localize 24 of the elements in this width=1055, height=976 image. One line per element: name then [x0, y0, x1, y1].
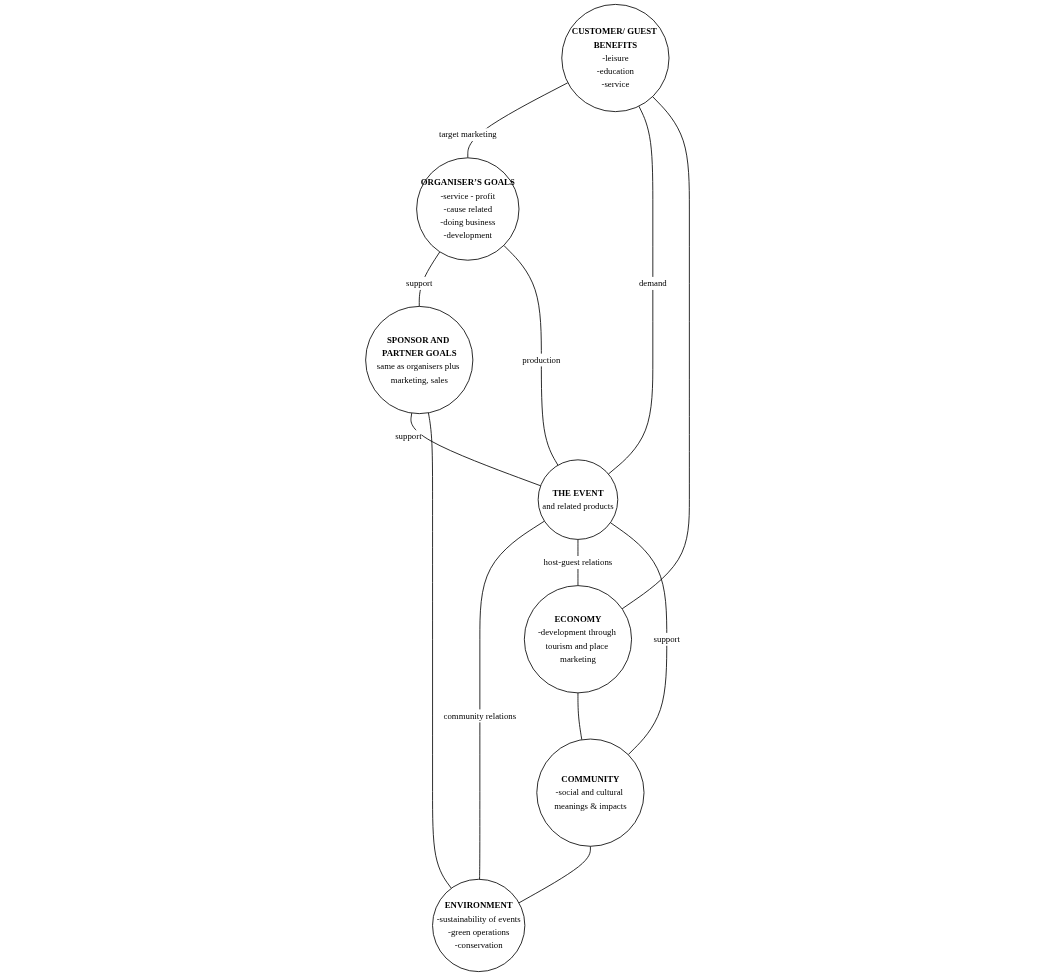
- edge-label: production: [522, 355, 561, 365]
- edge-label: support: [395, 431, 422, 442]
- edge-label: host-guest relations: [543, 557, 613, 567]
- node-circle: COMMUNITY -social and cultural meanings & impacts: [536, 738, 645, 847]
- edge-label: community relations: [443, 711, 517, 721]
- connector: [428, 412, 452, 889]
- edge-label: support: [653, 634, 680, 644]
- connector: [518, 845, 591, 904]
- node-circle: THE EVENT and related products: [537, 459, 619, 540]
- connector: [410, 412, 542, 487]
- edge-label: target marketing: [438, 129, 497, 140]
- edge-label: demand: [638, 278, 667, 288]
- connector: [577, 692, 583, 741]
- connector: [479, 520, 545, 880]
- node-circle: ECONOMY -development through tourism and place marketing: [523, 585, 632, 694]
- connector: [503, 245, 559, 466]
- connector: [610, 522, 668, 756]
- edge-label: support: [406, 278, 433, 288]
- connector: [621, 96, 690, 610]
- node-circle: ORGANISER’S GOALS -service - profit -cause related -doing business -development: [416, 157, 520, 261]
- connector: [608, 105, 654, 475]
- node-circle: CUSTOMER/ GUEST BENEFITS -leisure -education -service: [561, 4, 670, 113]
- node-circle: SPONSOR AND PARTNER GOALS same as organisers plus marketing, sales: [365, 306, 474, 415]
- node-circle: ENVIRONMENT -sustainability of events -green operations -conservation: [432, 878, 526, 972]
